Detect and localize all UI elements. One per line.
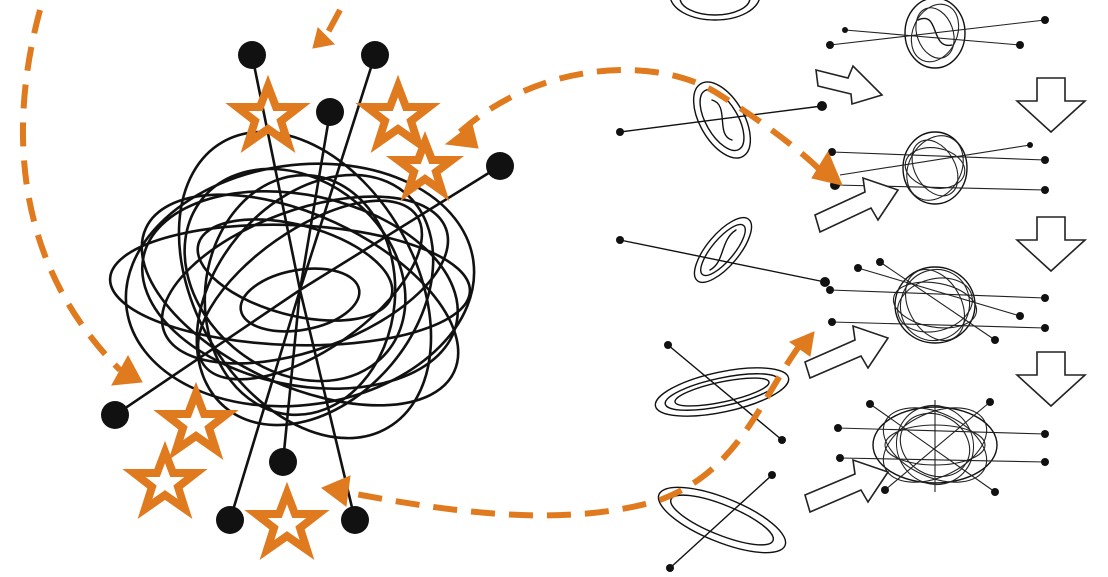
- main-cluster: [101, 41, 514, 550]
- ring-entanglement-icon: [670, 0, 760, 20]
- star-icon: [256, 493, 318, 550]
- star-icon: [367, 86, 429, 143]
- dashed-arrow-left-to-right: [460, 70, 820, 170]
- node-icon: [361, 41, 389, 69]
- block-arrows-down: [1017, 78, 1085, 406]
- node-icon: [101, 401, 129, 429]
- block-arrow-down-icon: [1017, 217, 1085, 271]
- ring-entanglement-icon: [616, 209, 830, 291]
- star-icon: [398, 142, 452, 191]
- node-icon: [238, 41, 266, 69]
- dashed-arrow-top-to-left: [23, 10, 120, 370]
- sequence-cluster-step-1: [826, 0, 1049, 69]
- single-rings-column: [616, 0, 830, 572]
- block-arrow-down-icon: [1017, 78, 1085, 132]
- node-icon: [316, 98, 344, 126]
- arrowhead-icon: [322, 476, 350, 506]
- ring-entanglement-icon: [616, 73, 827, 168]
- block-arrows-right: [805, 66, 898, 512]
- node-icon: [269, 448, 297, 476]
- dashed-arrow-short-top: [326, 10, 340, 36]
- star-icon: [134, 452, 196, 509]
- block-arrow-right-icon: [805, 326, 888, 378]
- ring-entanglement-icon: [651, 471, 794, 572]
- node-icon: [486, 152, 514, 180]
- block-arrow-right-icon: [815, 178, 898, 232]
- block-arrow-right-icon: [805, 460, 888, 512]
- node-icon: [341, 506, 369, 534]
- node-icon: [216, 506, 244, 534]
- block-arrow-down-icon: [1017, 352, 1085, 406]
- block-arrow-right-icon: [816, 66, 882, 104]
